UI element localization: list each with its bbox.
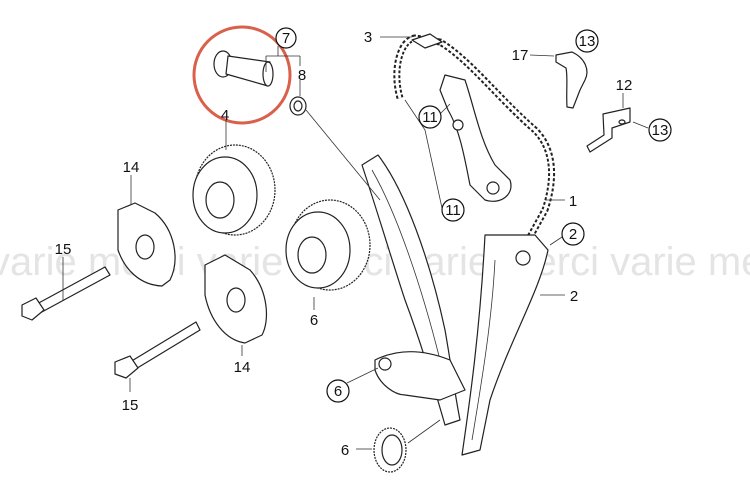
callout-11a: 11 [422,109,438,126]
timing-chain [393,34,556,257]
callout-17: 17 [512,47,529,64]
chain-bracket [439,74,512,202]
callout-6b: 6 [334,383,342,400]
callout-11b: 11 [445,202,461,219]
tensioner-rail [461,234,549,456]
callout-13b: 13 [652,122,669,139]
clip [586,107,631,153]
callout-2a: 2 [569,226,577,243]
callout-circle [648,118,672,142]
callout-1: 1 [569,193,577,210]
callout-circle [326,379,350,403]
callout-circle [418,105,442,129]
bracket [555,51,588,109]
callout-8: 8 [298,67,306,84]
callout-15a: 15 [55,241,72,258]
exhaust-sprocket [285,199,371,291]
callouts: 7 8 4 3 11 11 1 2 2 17 13 12 13 14 14 15… [55,27,672,459]
trigger-wheel [117,202,176,287]
callout-15b: 15 [122,397,139,414]
callout-6a: 6 [310,312,318,329]
callout-3: 3 [364,29,372,46]
callout-circle [275,27,297,49]
leader-lines [62,36,649,450]
callout-6c: 6 [341,442,349,459]
trigger-wheel [204,254,268,344]
callout-circle [561,222,585,246]
callout-circle [575,29,599,53]
crankshaft-sprocket [373,427,407,473]
callout-2b: 2 [570,288,578,305]
bolt [21,266,111,321]
callout-circle [441,198,465,222]
callout-4: 4 [221,107,229,124]
intake-sprocket [192,144,276,236]
callout-13a: 13 [579,33,596,50]
chain-guide [411,33,443,49]
highlight-circle [192,25,292,125]
callout-14a: 14 [123,159,140,176]
callout-7: 7 [282,30,290,47]
watermark: varie merci varie merci varie merci vari… [0,240,750,284]
bolt [114,321,201,379]
guide-rail [361,154,466,426]
bolt-highlighted [192,25,292,125]
callout-14b: 14 [234,359,251,376]
callout-12: 12 [616,77,633,94]
